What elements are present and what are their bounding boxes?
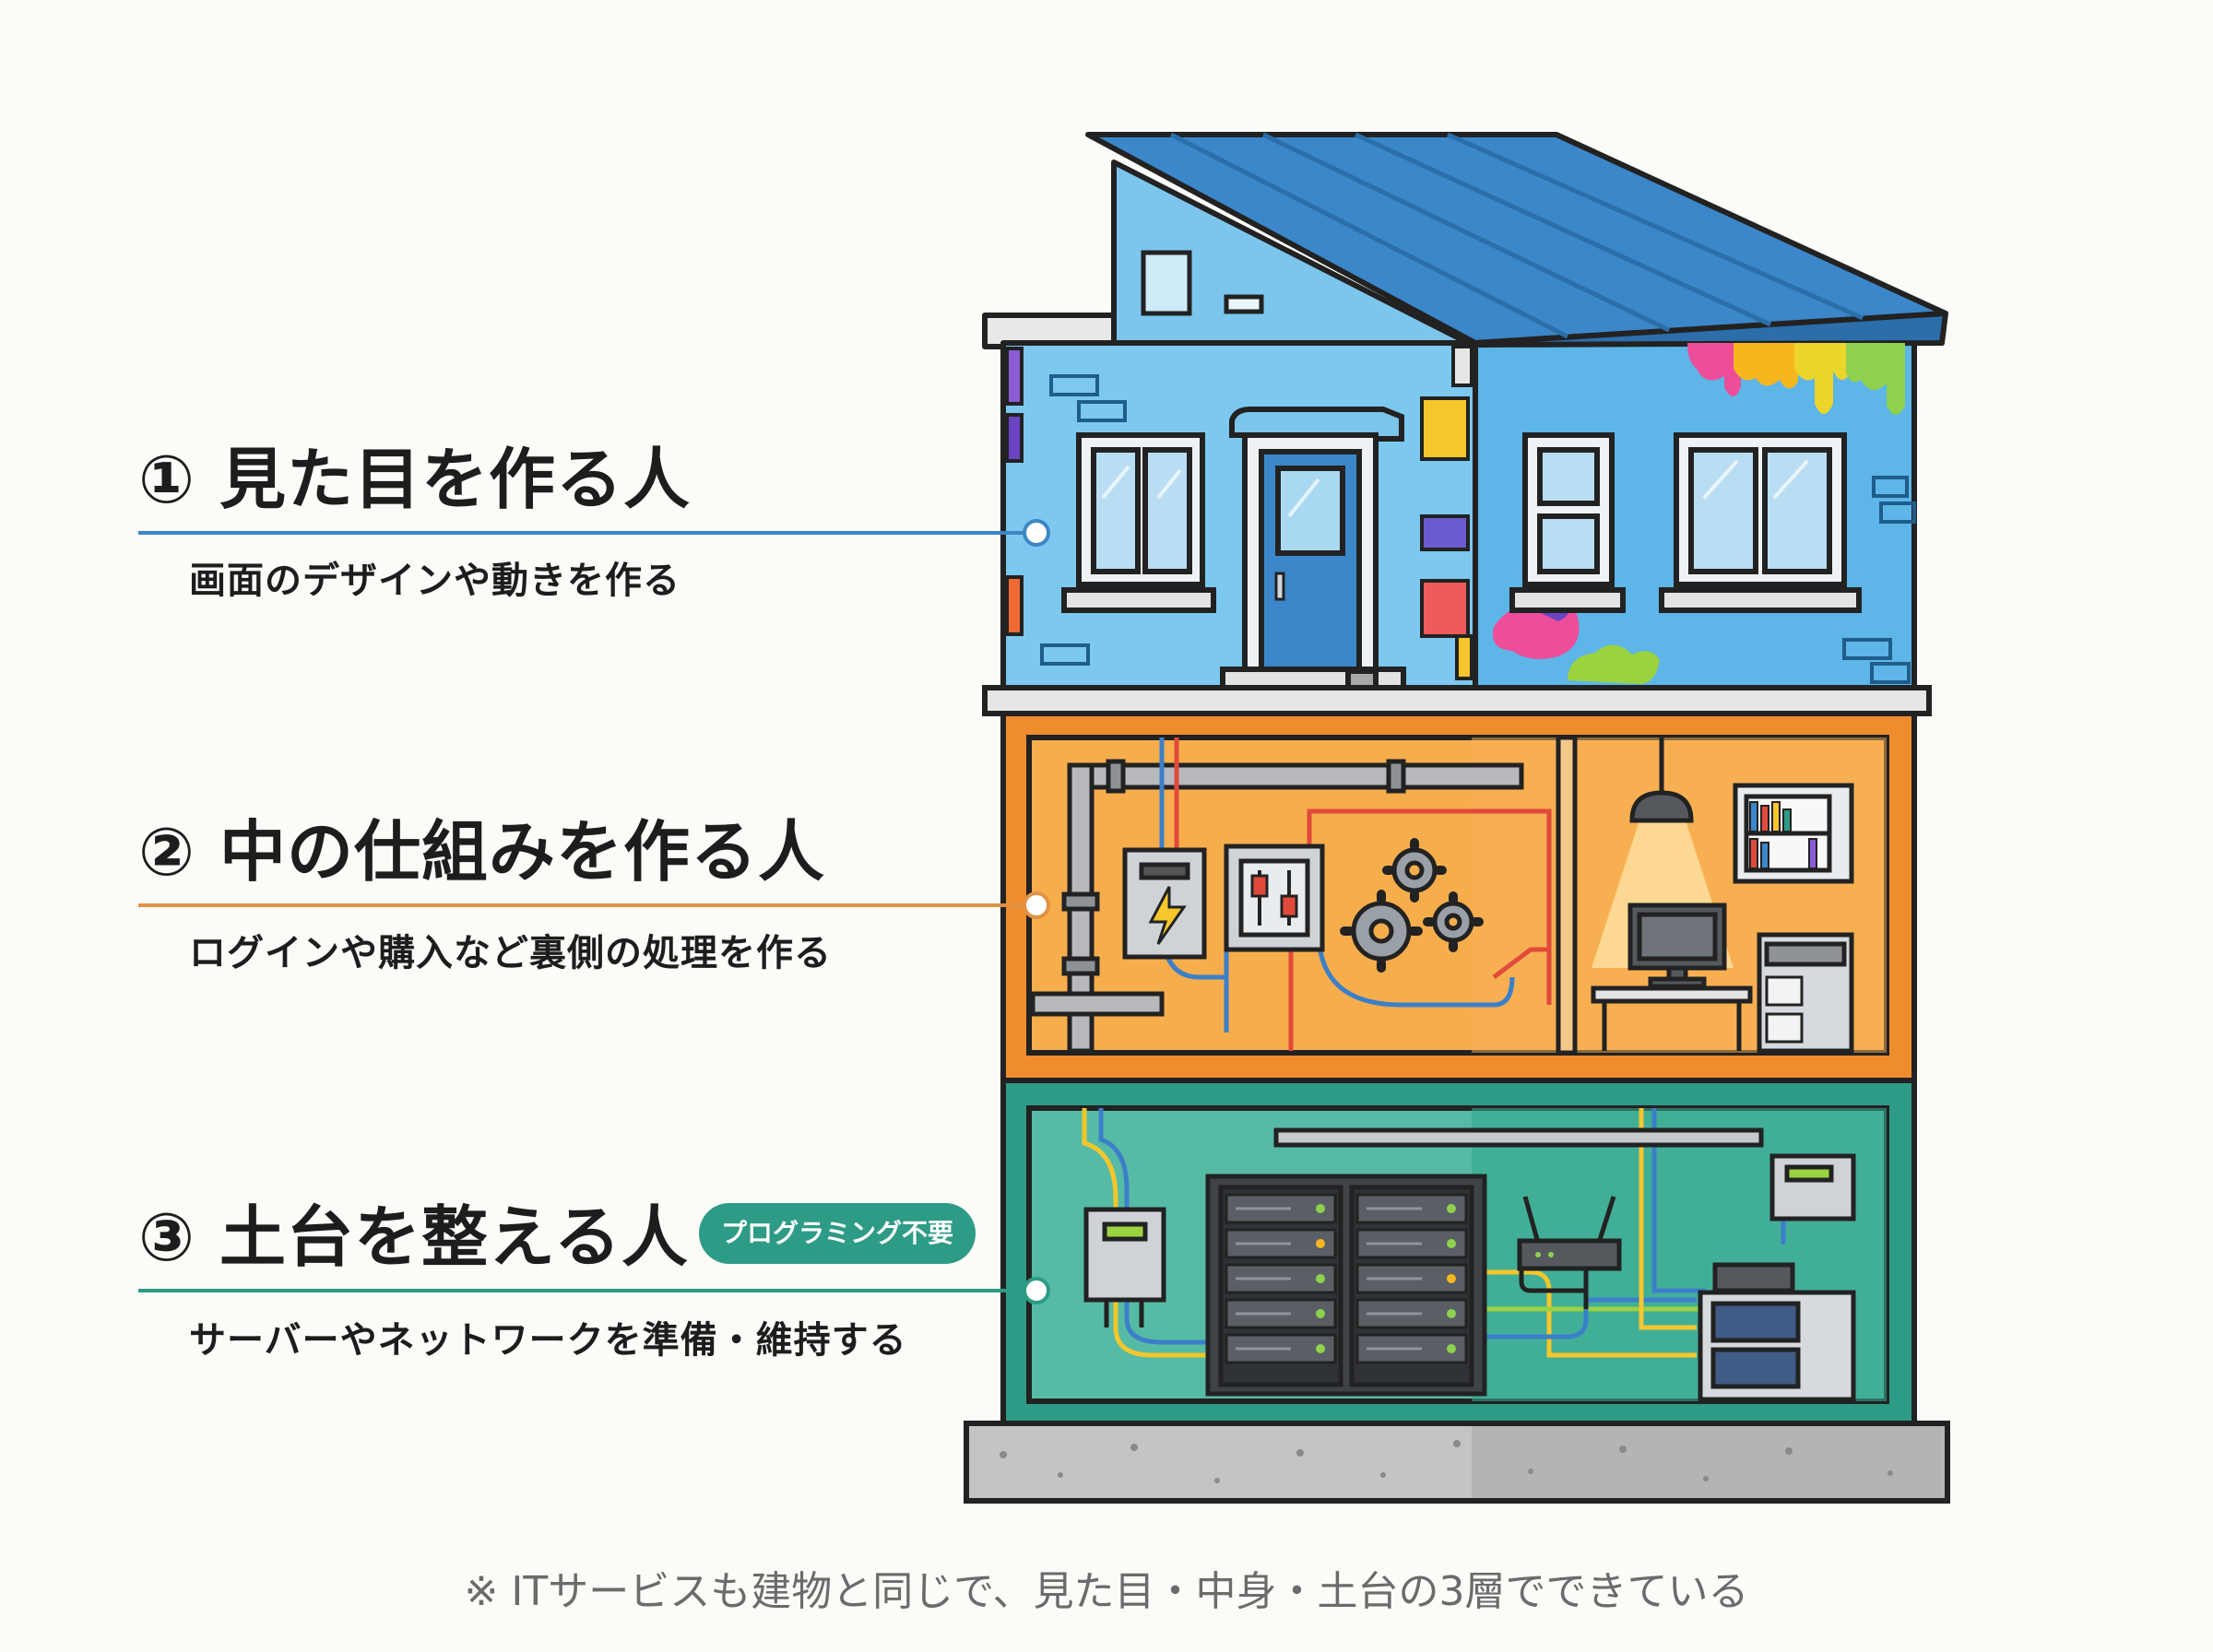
layer-3-title: ③ 土台を整える人 [138, 1198, 689, 1276]
connector-lines [138, 519, 1050, 1304]
computer-icon [1591, 903, 1753, 1051]
footnote-caption: ※ ITサービスも建物と同じで、見た目・中身・土台の3層でできている [464, 1568, 1749, 1615]
floor-slab [982, 685, 1932, 716]
router-icon [1517, 1196, 1622, 1271]
layer-2-title: ② 中の仕組みを作る人 [138, 813, 826, 891]
storage-unit [1712, 1262, 1795, 1293]
layer-3-description: サーバーやネットワークを準備・維持する [189, 1319, 907, 1362]
programming-not-required-badge: プログラミング不要 [699, 1203, 976, 1264]
lamp-icon [1629, 738, 1694, 823]
lightning-icon [1148, 886, 1187, 945]
bookshelf-icon [1733, 783, 1854, 884]
attic-window [1141, 250, 1192, 316]
layer-1-description: 画面のデザインや動きを作る [189, 560, 680, 602]
layer-2-description: ログインや購入など裏側の処理を作る [189, 932, 832, 974]
layer-1-title: ① 見た目を作る人 [138, 441, 692, 518]
